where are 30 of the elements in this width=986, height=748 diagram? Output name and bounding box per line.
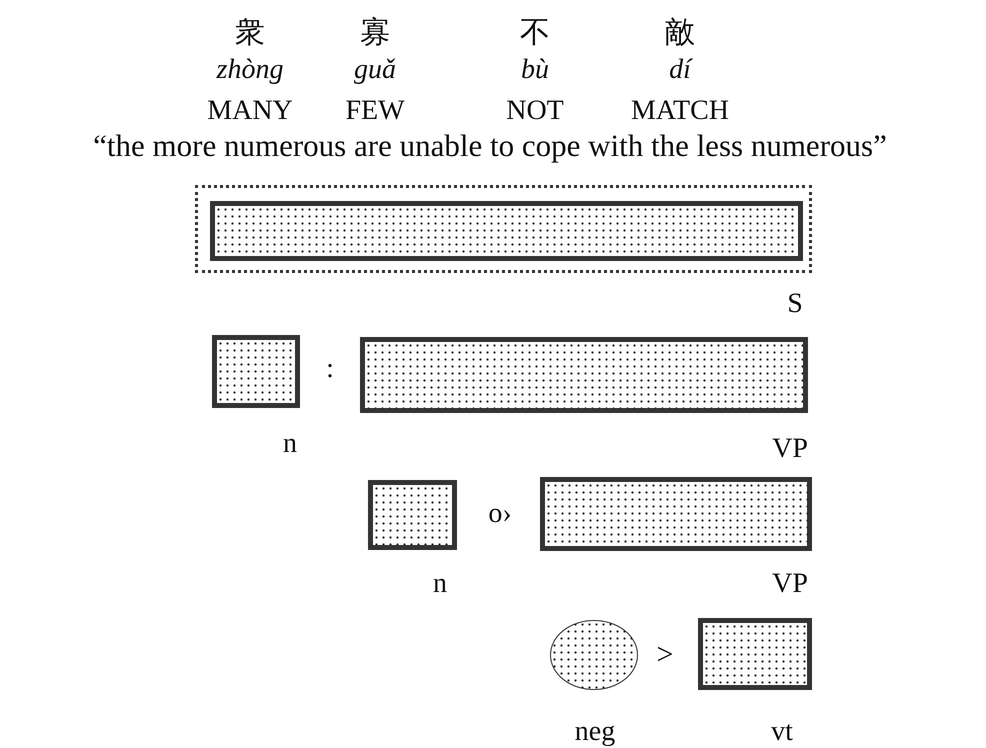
separator-symbol: :	[326, 355, 334, 383]
gloss-text: MATCH	[631, 97, 729, 125]
constituent-frame	[195, 185, 812, 273]
phrase-bar	[210, 201, 803, 261]
pinyin-text: bù	[521, 56, 549, 84]
gloss-text: MANY	[207, 97, 293, 125]
category-label: VP	[772, 570, 808, 598]
pinyin-text: guǎ	[354, 56, 396, 84]
chinese-character: 衆	[235, 18, 265, 48]
pinyin-text: zhòng	[216, 56, 284, 84]
chinese-character: 不	[520, 18, 550, 48]
translation-text: “the more numerous are unable to cope with the less numerous”	[93, 130, 887, 161]
modifier-symbol: >	[656, 640, 674, 670]
gloss-text: FEW	[345, 97, 405, 125]
category-label: VP	[772, 435, 808, 463]
category-label: S	[787, 290, 803, 318]
category-label: n	[283, 430, 297, 458]
word-box	[368, 480, 457, 550]
chinese-character: 敵	[665, 18, 695, 48]
category-label: neg	[574, 718, 616, 746]
phrase-bar	[360, 337, 808, 413]
chinese-character: 寡	[360, 18, 390, 48]
word-box	[698, 618, 812, 690]
gloss-text: NOT	[506, 97, 564, 125]
object-marker: o›	[488, 500, 512, 528]
word-box	[212, 335, 300, 408]
pinyin-text: dí	[669, 56, 691, 84]
category-label: n	[433, 570, 447, 598]
phrase-bar	[540, 477, 812, 551]
category-label: vt	[771, 718, 793, 746]
